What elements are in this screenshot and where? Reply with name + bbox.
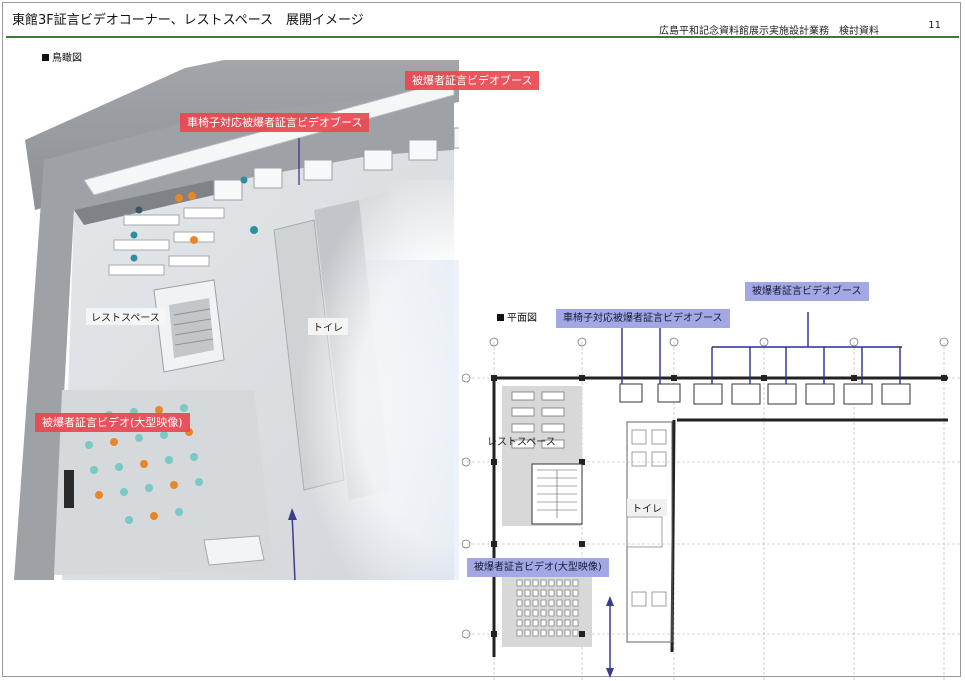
screening-seat	[540, 619, 547, 627]
birdseye-section-text: 鳥瞰図	[52, 53, 82, 64]
screening-seat	[548, 629, 555, 637]
birdseye-label-large-screen: 被爆者証言ビデオ(大型映像)	[35, 413, 190, 432]
screening-seat	[572, 609, 579, 617]
screening-seat	[564, 599, 571, 607]
screening-seat	[532, 579, 539, 587]
screening-seat	[548, 579, 555, 587]
screening-seat	[564, 579, 571, 587]
screening-seat	[556, 619, 563, 627]
screening-seat	[532, 609, 539, 617]
screening-seat	[540, 629, 547, 637]
screening-seat	[532, 589, 539, 597]
screening-seat	[532, 619, 539, 627]
birdseye-illustration	[14, 60, 459, 580]
screening-seat	[524, 619, 531, 627]
screening-seat	[532, 599, 539, 607]
screening-seat	[516, 629, 523, 637]
screening-seat	[540, 609, 547, 617]
screening-seat	[516, 619, 523, 627]
birdseye-section-label: 鳥瞰図	[42, 49, 82, 64]
screening-seat	[516, 609, 523, 617]
screening-seat	[572, 629, 579, 637]
birdseye-label-toilet: トイレ	[308, 318, 348, 335]
screening-seat	[572, 589, 579, 597]
screening-seat	[556, 609, 563, 617]
square-bullet-icon	[497, 314, 504, 321]
birdseye-label-wheelchair-booths: 車椅子対応被爆者証言ビデオブース	[180, 113, 370, 132]
screening-seat	[556, 579, 563, 587]
screening-seat	[540, 589, 547, 597]
screening-seat	[524, 609, 531, 617]
view-direction-arrowhead	[288, 508, 297, 520]
screening-seat	[556, 599, 563, 607]
screening-seat	[548, 589, 555, 597]
birdseye-label-rest-space: レストスペース	[86, 308, 165, 325]
floorplan-label-large-screen: 被爆者証言ビデオ(大型映像)	[467, 558, 609, 577]
screening-seat	[524, 589, 531, 597]
plan-arrowhead-bottom	[606, 668, 614, 678]
plan-arrowhead-top	[606, 596, 614, 606]
screening-seat	[556, 589, 563, 597]
floorplan-section-label: 平面図	[497, 309, 537, 324]
screening-seat	[532, 629, 539, 637]
screening-seat	[516, 589, 523, 597]
screening-seat	[540, 599, 547, 607]
screening-seat	[548, 619, 555, 627]
screening-seat	[516, 599, 523, 607]
header-rule	[6, 36, 959, 38]
floorplan-illustration	[462, 312, 962, 680]
page-title: 東館3F証言ビデオコーナー、レストスペース 展開イメージ	[12, 13, 364, 28]
screening-seat	[572, 579, 579, 587]
floorplan-label-toilet: トイレ	[627, 499, 667, 516]
screening-seat	[516, 579, 523, 587]
square-bullet-icon	[42, 54, 49, 61]
screening-seat	[572, 619, 579, 627]
screening-seat	[524, 629, 531, 637]
page-number: 11	[928, 20, 941, 31]
screening-seat	[572, 599, 579, 607]
screening-seat	[556, 629, 563, 637]
floorplan-label-rest-space: レストスペース	[487, 437, 556, 448]
floorplan-section-text: 平面図	[507, 313, 537, 324]
floorplan-drawing	[462, 312, 962, 680]
screening-seat	[548, 609, 555, 617]
project-name: 広島平和記念資料館展示実施設計業務 検討資料	[659, 26, 879, 37]
screening-seat	[540, 579, 547, 587]
screening-seat	[564, 589, 571, 597]
birdseye-label-survivor-booths: 被爆者証言ビデオブース	[405, 71, 540, 90]
screening-seat	[524, 579, 531, 587]
floorplan-label-survivor-booths: 被爆者証言ビデオブース	[745, 282, 869, 301]
floorplan-label-wheelchair-booths: 車椅子対応被爆者証言ビデオブース	[556, 309, 730, 328]
screening-seat	[564, 609, 571, 617]
birdseye-rendering	[14, 60, 459, 580]
screening-seat	[524, 599, 531, 607]
screening-seat	[564, 629, 571, 637]
view-direction-line	[291, 511, 296, 580]
screening-seat	[564, 619, 571, 627]
screening-seat	[548, 599, 555, 607]
